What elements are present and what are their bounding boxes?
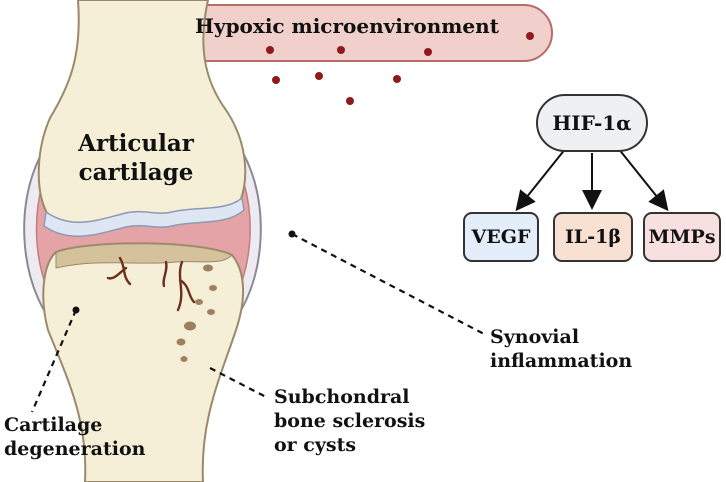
cartilage-deg-line1: Cartilage bbox=[4, 414, 103, 436]
leader-endpoint bbox=[288, 230, 296, 238]
subchondral-line1: Subchondral bbox=[274, 386, 410, 408]
bone-cyst bbox=[195, 299, 203, 305]
subchondral-line2: bone sclerosis bbox=[274, 409, 426, 432]
cartilage-deg-line2: degeneration bbox=[4, 437, 146, 460]
vegf-node: VEGF bbox=[463, 212, 539, 262]
upper-cartilage bbox=[43, 196, 245, 237]
articular-cartilage-line2: cartilage bbox=[78, 158, 194, 186]
synovial-inflammation-label: Synovial inflammation bbox=[490, 326, 632, 374]
bone-cyst bbox=[203, 264, 213, 272]
oxygen-dot bbox=[266, 46, 274, 54]
oxygen-dot bbox=[424, 48, 432, 56]
oxygen-dot bbox=[315, 72, 323, 80]
hif-1a-node: HIF-1α bbox=[536, 94, 648, 152]
synovial-leader-line bbox=[291, 233, 487, 336]
lower-cartilage bbox=[55, 242, 233, 269]
oxygen-dot bbox=[393, 75, 401, 83]
articular-cartilage-label: Articular cartilage bbox=[66, 130, 206, 188]
cartilage-crack bbox=[106, 256, 196, 312]
arrow-to-mmps bbox=[617, 147, 669, 212]
oxygen-dot bbox=[346, 97, 354, 105]
oxygen-dot bbox=[526, 32, 534, 40]
leader-endpoint bbox=[72, 306, 80, 314]
synovial-line1: Synovial bbox=[490, 326, 580, 348]
synovial-line2: inflammation bbox=[490, 349, 633, 372]
bone-cyst bbox=[209, 285, 217, 291]
hypoxic-banner-label: Hypoxic microenvironment bbox=[195, 14, 499, 38]
cartilage-degeneration-label: Cartilage degeneration bbox=[4, 414, 145, 462]
oxygen-dot bbox=[337, 46, 345, 54]
cartilage-degeneration-leader-line bbox=[30, 309, 78, 413]
articular-cartilage-line1: Articular bbox=[78, 130, 194, 157]
il1b-node: IL-1β bbox=[553, 212, 633, 262]
oxygen-dot bbox=[272, 76, 280, 84]
subchondral-label: Subchondral bone sclerosis or cysts bbox=[274, 386, 425, 457]
bone-cyst bbox=[207, 309, 215, 315]
bone-cyst bbox=[184, 321, 196, 331]
arrow-to-vegf bbox=[515, 147, 567, 212]
mmps-node: MMPs bbox=[643, 212, 721, 262]
subchondral-line3: or cysts bbox=[274, 433, 357, 456]
bone-cyst bbox=[176, 338, 186, 346]
bone-cyst bbox=[180, 356, 188, 362]
